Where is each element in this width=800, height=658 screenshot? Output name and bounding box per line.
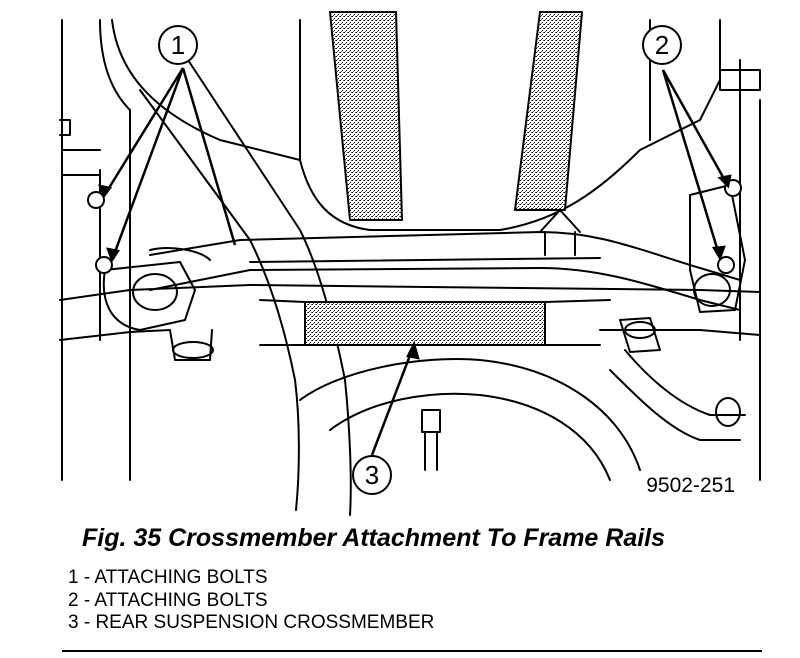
legend-item: 2 - ATTACHING BOLTS bbox=[68, 589, 268, 611]
right-frame-rail bbox=[609, 59, 761, 481]
upper-body-panel bbox=[111, 19, 721, 231]
svg-text:1: 1 bbox=[171, 30, 185, 60]
bolt-right-lower bbox=[717, 256, 735, 274]
bolt-left-lower bbox=[95, 256, 113, 274]
legend-list: 1 - ATTACHING BOLTS 2 - ATTACHING BOLTS … bbox=[68, 567, 434, 635]
crossmember-beam bbox=[149, 209, 741, 311]
callout-2: 2 bbox=[642, 25, 682, 65]
leader-lines bbox=[97, 67, 732, 456]
figure-id: 9502-251 bbox=[646, 474, 735, 497]
svg-text:3: 3 bbox=[365, 460, 379, 490]
callout-1: 1 bbox=[158, 25, 198, 65]
legend-item: 3 - REAR SUSPENSION CROSSMEMBER bbox=[68, 612, 435, 633]
crossmember-diagram: 1 2 3 9502-251 bbox=[59, 11, 761, 516]
attaching-bolts bbox=[87, 179, 742, 274]
callout-3: 3 bbox=[352, 455, 392, 495]
crossmember-center bbox=[259, 299, 611, 346]
left-bracket bbox=[102, 247, 214, 361]
svg-text:2: 2 bbox=[655, 30, 669, 60]
differential-housing bbox=[299, 358, 641, 481]
left-frame-rail bbox=[59, 19, 131, 481]
bolt-left-upper bbox=[87, 191, 105, 209]
bottom-rule bbox=[62, 650, 762, 652]
figure-caption: Fig. 35 Crossmember Attachment To Frame … bbox=[82, 524, 666, 552]
tank-straps bbox=[329, 11, 583, 221]
legend-item: 1 - ATTACHING BOLTS bbox=[68, 567, 268, 588]
